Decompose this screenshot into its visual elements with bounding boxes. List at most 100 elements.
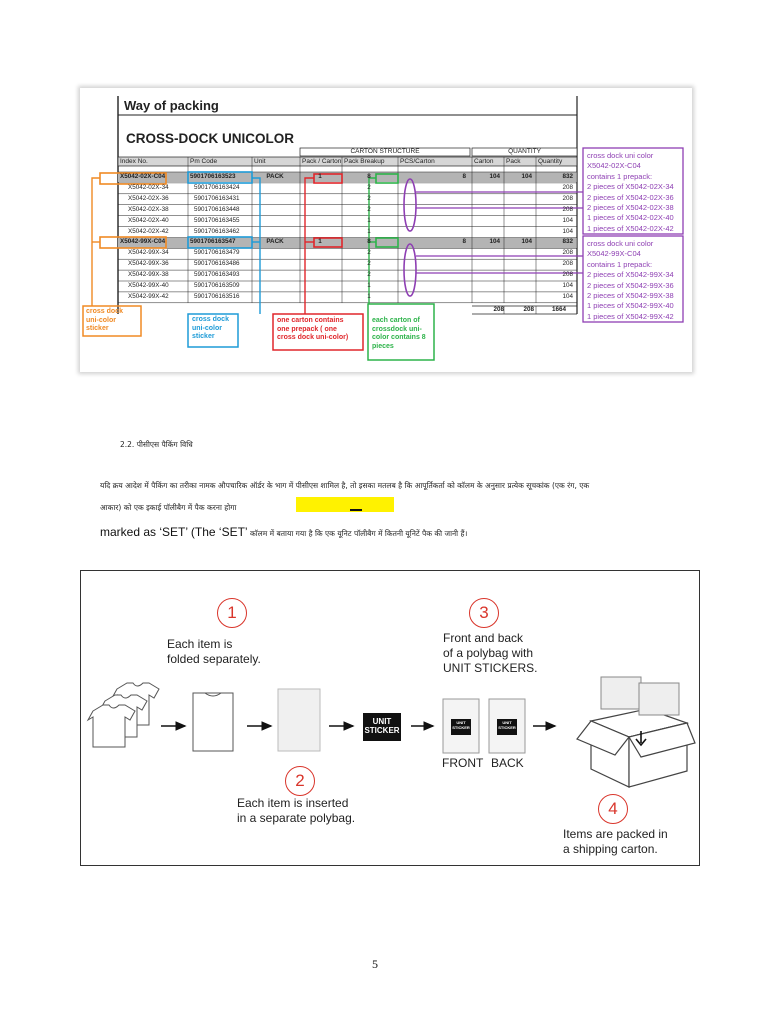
- quantity-header: QUANTITY: [508, 148, 541, 155]
- orange-note: cross dock uni-color sticker: [86, 308, 123, 332]
- table-cell: 208: [562, 249, 573, 257]
- table-cell: 1: [367, 227, 371, 235]
- table-cell: PACK: [266, 238, 284, 246]
- side-note-2: cross dock uni color X5042-99X-C04 conta…: [587, 239, 674, 321]
- marked-as-line: marked as ‘SET’ (The ‘SET’ कॉलम में बताय…: [100, 521, 467, 540]
- step-1-caption: Each item is folded separately.: [167, 637, 261, 666]
- marked-as-prefix: marked as ‘SET’ (The ‘SET’: [100, 525, 248, 539]
- packing-table-figure: Way of packing CROSS-DOCK UNICOLOR CARTO…: [80, 88, 692, 372]
- step-4-badge: 4: [598, 794, 628, 824]
- figure-title: Way of packing: [124, 98, 219, 113]
- back-sticker-text: UNIT STICKER: [497, 720, 517, 730]
- steps-illustration: [86, 676, 696, 788]
- back-label: BACK: [491, 756, 524, 770]
- table-cell: 1: [318, 173, 322, 180]
- column-header: Pack: [506, 158, 521, 165]
- total-carton: 208: [493, 306, 504, 313]
- unit-sticker-label: UNIT STICKER: [363, 713, 401, 741]
- table-cell: 2: [367, 260, 371, 268]
- section-heading: 2.2. पीसीएस पैकिंग विधि: [120, 440, 193, 449]
- marked-as-suffix: कॉलम में बताया गया है कि एक यूनिट पॉलीबै…: [247, 529, 468, 538]
- table-cell: 208: [562, 183, 573, 191]
- page-number: 5: [372, 957, 378, 971]
- front-sticker-text: UNIT STICKER: [451, 720, 471, 730]
- table-cell: 5901706163479: [194, 249, 240, 257]
- table-cell: 8: [367, 238, 371, 246]
- total-pack: 208: [523, 306, 534, 313]
- table-cell: 5901706163462: [194, 227, 240, 235]
- column-header: Quantity: [538, 158, 563, 165]
- step-1-badge: 1: [217, 598, 247, 628]
- carton-structure-header: CARTON STRUCTURE: [350, 148, 420, 155]
- paragraph-line-2: आकार) को एक इकाई पॉलीबैग में पैक करना हो…: [100, 503, 237, 512]
- yellow-highlight: [296, 497, 394, 512]
- table-cell: 1: [318, 238, 322, 246]
- packing-steps-figure: 1 Each item is folded separately. 2 Each…: [80, 570, 700, 866]
- table-cell: 104: [489, 173, 500, 180]
- table-cell: 5901706163523: [190, 173, 236, 180]
- table-cell: X5042-99X-34: [128, 249, 169, 257]
- side-note-1: cross dock uni color X5042-02X-C04 conta…: [587, 151, 674, 233]
- table-cell: X5042-99X-42: [128, 292, 169, 300]
- table-cell: X5042-02X-42: [128, 227, 169, 235]
- total-quantity: 1664: [551, 306, 566, 313]
- table-cell: X5042-02X-38: [128, 205, 169, 213]
- table-cell: 104: [521, 173, 532, 180]
- table-cell: 2: [367, 194, 371, 202]
- column-header: Pm Code: [190, 158, 218, 165]
- blue-note: cross dock uni-color sticker: [192, 316, 229, 340]
- table-cell: 832: [562, 173, 573, 180]
- table-cell: 5901706163486: [194, 260, 240, 268]
- table-cell: 2: [367, 271, 371, 279]
- table-cell: 1: [367, 292, 371, 300]
- table-cell: 5901706163431: [194, 194, 240, 202]
- table-cell: X5042-99X-40: [128, 282, 169, 289]
- column-header: Pack Breakup: [344, 158, 385, 165]
- purple-oval-1: [403, 178, 417, 232]
- table-cell: X5042-02X-34: [128, 183, 169, 191]
- table-cell: 104: [562, 216, 573, 224]
- table-cell: 208: [562, 205, 573, 213]
- step-4-caption: Items are packed in a shipping carton.: [563, 827, 668, 856]
- paragraph-line-1: यदि क्रय आदेश में पैकिंग का तरीका नामक औ…: [100, 481, 590, 490]
- figure-subtitle: CROSS-DOCK UNICOLOR: [126, 131, 294, 146]
- front-label: FRONT: [442, 756, 484, 770]
- table-cell: X5042-99X-38: [128, 271, 169, 279]
- purple-oval-2: [403, 243, 417, 297]
- table-cell: 104: [489, 238, 500, 246]
- table-cell: 2: [367, 183, 371, 191]
- table-cell: X5042-99X-C04: [120, 238, 166, 246]
- table-cell: 2: [367, 249, 371, 257]
- table-cell: 5901706163509: [194, 282, 240, 289]
- table-cell: X5042-02X-36: [128, 194, 169, 202]
- step-2-caption: Each item is inserted in a separate poly…: [237, 796, 356, 825]
- shirt-pile-icon: [86, 682, 160, 748]
- column-header: Carton: [474, 158, 494, 165]
- table-cell: 8: [367, 173, 371, 180]
- table-cell: X5042-02X-40: [128, 216, 169, 224]
- column-header: Unit: [254, 158, 266, 165]
- folded-shirt-icon: [192, 692, 234, 752]
- table-cell: 208: [562, 260, 573, 268]
- table-cell: 104: [562, 282, 573, 289]
- table-cell: 208: [562, 271, 573, 279]
- table-cell: PACK: [266, 173, 284, 180]
- table-cell: 5901706163516: [194, 292, 240, 300]
- table-cell: 104: [521, 238, 532, 246]
- table-cell: 104: [562, 227, 573, 235]
- green-note: each carton of crossdock uni- color cont…: [372, 317, 426, 350]
- table-cell: 5901706163448: [194, 205, 240, 213]
- table-cell: X5042-99X-36: [128, 260, 169, 268]
- table-cell: 5901706163547: [190, 238, 236, 246]
- table-cell: 5901706163455: [194, 216, 240, 224]
- shipping-carton-icon: [576, 676, 696, 788]
- red-note: one carton contains one prepack ( one cr…: [277, 317, 349, 341]
- step-3-caption: Front and back of a polybag with UNIT ST…: [443, 631, 538, 675]
- table-cell: 104: [562, 292, 573, 300]
- table-cell: X5042-02X-C04: [120, 173, 166, 180]
- step-3-badge: 3: [469, 598, 499, 628]
- column-header: PCS/Carton: [400, 158, 435, 165]
- table-cell: 8: [462, 238, 466, 246]
- table-cell: 5901706163424: [194, 183, 240, 191]
- table-cell: 5901706163493: [194, 271, 240, 279]
